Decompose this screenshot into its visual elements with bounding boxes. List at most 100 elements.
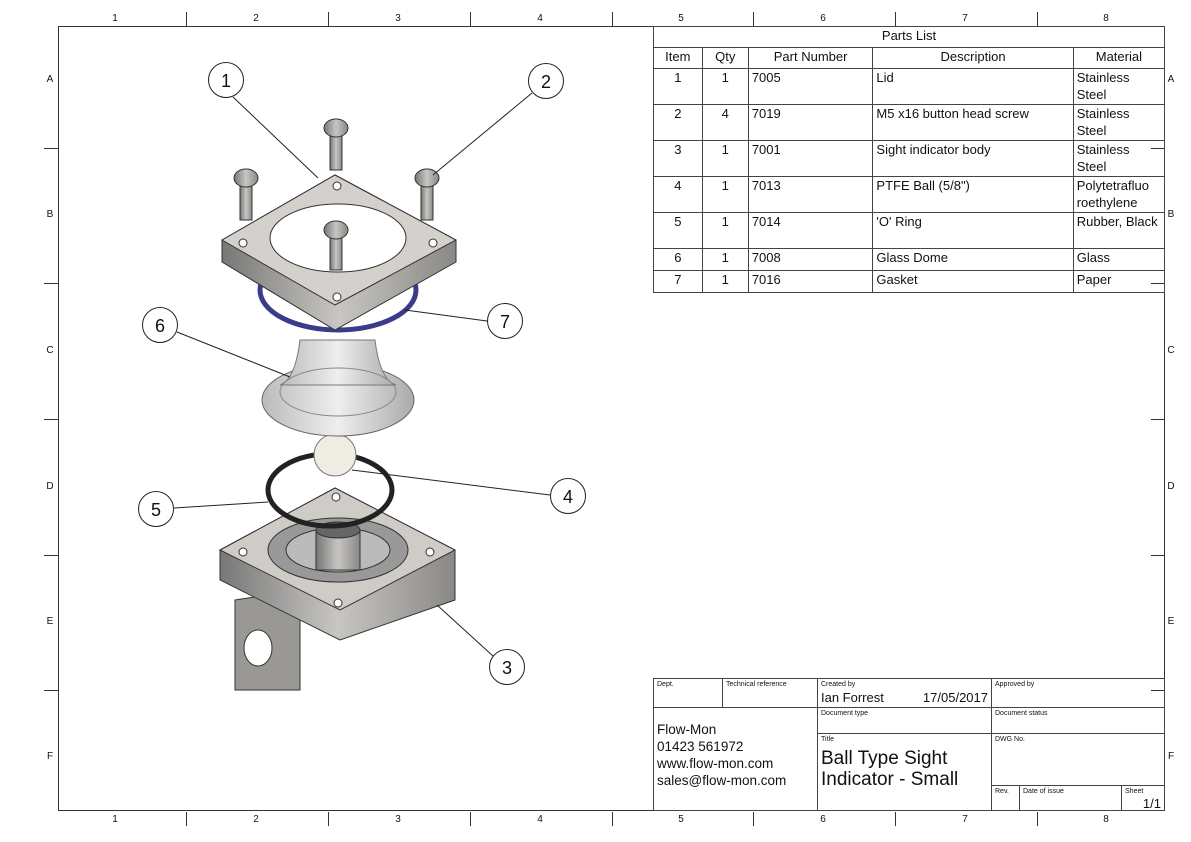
zone-divider [895,12,896,26]
zone-divider [1151,555,1165,556]
balloon-item-7: 7 [487,303,523,339]
doc-type-cell: Document type [817,707,992,734]
zone-column-6: 6 [820,814,826,825]
doc-status-label: Document status [995,710,1048,717]
balloon-item-5: 5 [138,491,174,527]
company-line: www.flow-mon.com [657,756,774,771]
zone-column-4: 4 [537,814,543,825]
title-cell: Title Ball Type Sight Indicator - Small [817,733,992,811]
tech-ref-cell: Technical reference [722,678,818,708]
sheet-number: 1/1 [1142,796,1161,811]
created-by-label: Created by [821,681,856,688]
cell-item: 6 [653,248,703,271]
parts-header-material: Material [1072,47,1166,69]
cell-item: 1 [653,68,703,105]
cell-mat: Stainless Steel [1072,104,1166,141]
zone-divider [1037,812,1038,826]
cell-qty: 1 [701,212,749,249]
zone-divider [44,283,58,284]
zone-divider [186,12,187,26]
parts-header-description: Description [872,47,1074,69]
sight-indicator-body [218,487,457,691]
dwg-no-cell: DWG No. [991,733,1165,786]
cell-item: 3 [653,140,703,177]
approved-by-label: Approved by [995,681,1035,688]
zone-column-7: 7 [962,13,968,24]
zone-column-3: 3 [395,814,401,825]
zone-divider [1151,690,1165,691]
doc-type-label: Document type [821,710,869,717]
cell-part: 7005 [747,68,874,105]
title-label: Title [821,736,834,743]
zone-divider [1151,419,1165,420]
balloon-item-3: 3 [489,649,525,685]
zone-divider [44,690,58,691]
zone-row-E: E [1167,616,1175,627]
zone-column-5: 5 [678,814,684,825]
cell-item: 7 [653,270,703,293]
zone-divider [753,812,754,826]
zone-divider [1037,12,1038,26]
cell-desc: 'O' Ring [872,212,1074,249]
ptfe-ball [313,433,357,477]
cell-mat: Rubber, Black [1072,212,1166,249]
cell-part: 7001 [747,140,874,177]
screws [233,118,440,271]
zone-divider [44,148,58,149]
cell-item: 5 [653,212,703,249]
zone-row-C: C [46,345,54,356]
parts-header-qty: Qty [701,47,749,69]
zone-column-1: 1 [112,814,118,825]
balloon-item-4: 4 [550,478,586,514]
tech-ref-label: Technical reference [726,681,787,688]
leader-lines [173,92,551,657]
cell-mat: Glass [1072,248,1166,271]
zone-column-7: 7 [962,814,968,825]
zone-divider [612,812,613,826]
zone-row-B: B [46,209,54,220]
zone-row-D: D [1167,481,1175,492]
cell-part: 7014 [747,212,874,249]
drawing-border [58,26,1165,811]
cell-part: 7016 [747,270,874,293]
cell-qty: 1 [701,248,749,271]
zone-column-2: 2 [253,814,259,825]
cell-qty: 1 [701,176,749,213]
balloon-item-2: 2 [528,63,564,99]
dept-label: Dept. [657,681,674,688]
dept-cell: Dept. [653,678,723,708]
date-of-issue-label: Date of issue [1023,788,1064,795]
created-by-cell: Created by Ian Forrest 17/05/2017 [817,678,992,708]
parts-header-part-number: Part Number [747,47,874,69]
zone-column-8: 8 [1103,13,1109,24]
dwg-no-label: DWG No. [995,736,1025,743]
cell-desc: PTFE Ball (5/8") [872,176,1074,213]
zone-divider [470,812,471,826]
cell-qty: 1 [701,270,749,293]
zone-divider [470,12,471,26]
drawing-title-line-2: Indicator - Small [821,769,959,790]
zone-row-A: A [46,74,54,85]
zone-column-8: 8 [1103,814,1109,825]
zone-row-C: C [1167,345,1175,356]
created-date: 17/05/2017 [922,690,988,705]
balloon-item-6: 6 [142,307,178,343]
cell-desc: Lid [872,68,1074,105]
balloon-item-1: 1 [208,62,244,98]
zone-divider [753,12,754,26]
cell-part: 7019 [747,104,874,141]
cell-desc: M5 x16 button head screw [872,104,1074,141]
cell-qty: 1 [701,140,749,177]
zone-column-5: 5 [678,13,684,24]
cell-desc: Glass Dome [872,248,1074,271]
company-line: 01423 561972 [657,739,744,754]
doc-status-cell: Document status [991,707,1165,734]
cell-desc: Gasket [872,270,1074,293]
zone-row-F: F [46,751,54,762]
